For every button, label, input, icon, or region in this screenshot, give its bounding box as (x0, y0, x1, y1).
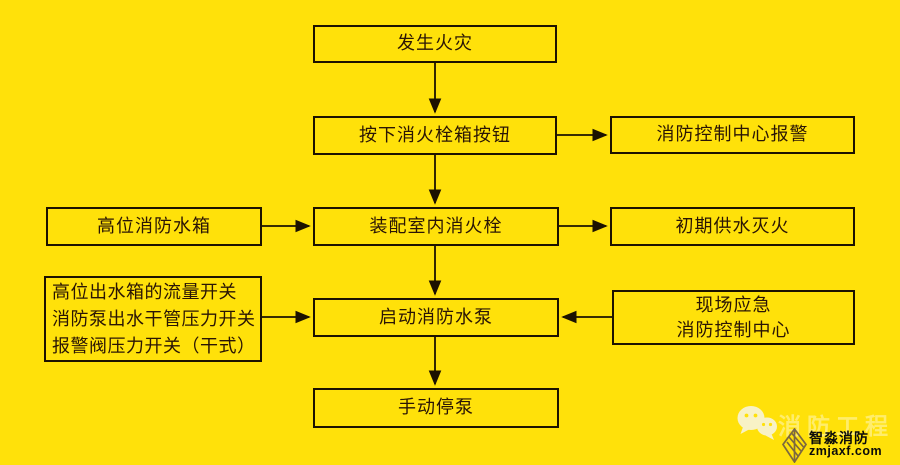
brand-diamond-logo-icon (782, 428, 807, 463)
emergency-line-2: 消防控制中心 (676, 319, 791, 340)
node-assemble-indoor-hydrant: 装配室内消火栓 (313, 207, 559, 246)
wechat-icon (737, 406, 777, 440)
node-press-hydrant-button: 按下消火栓箱按钮 (313, 116, 557, 155)
switch-line-main-pipe: 消防泵出水干管压力开关 (52, 308, 256, 329)
watermark-faint-text: 消防工程 (778, 414, 894, 439)
brand-url-text: zmjaxf.com (809, 444, 883, 458)
node-fire-occurs: 发生火灾 (313, 25, 557, 63)
node-manual-pump-stop: 手动停泵 (313, 388, 559, 428)
switch-line-alarm-valve: 报警阀压力开关（干式） (52, 335, 256, 356)
node-initial-water-supply: 初期供水灭火 (610, 207, 855, 246)
watermark: 消防工程 智淼消防 zmjaxf.com (730, 398, 900, 465)
switch-line-flow: 高位出水箱的流量开关 (52, 281, 237, 302)
node-high-level-water-tank: 高位消防水箱 (46, 207, 262, 246)
node-control-center-alarm: 消防控制中心报警 (610, 116, 855, 154)
emergency-line-1: 现场应急 (695, 294, 772, 315)
node-onsite-emergency-center: 现场应急 消防控制中心 (612, 290, 855, 345)
node-start-fire-pump: 启动消防水泵 (313, 298, 559, 337)
node-pressure-switches: 高位出水箱的流量开关 消防泵出水干管压力开关 报警阀压力开关（干式） (44, 276, 262, 362)
brand-name-text: 智淼消防 (809, 430, 869, 446)
